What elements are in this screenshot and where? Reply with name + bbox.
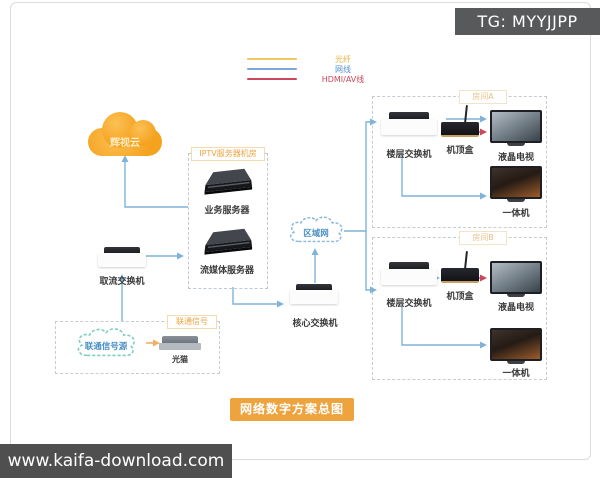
tv-stand xyxy=(507,294,525,297)
unicom-cloud: 联通信号源 xyxy=(64,325,148,363)
room-a-lcd-tv-label: 液晶电视 xyxy=(497,153,534,163)
tv-stand xyxy=(507,143,525,146)
unicom-tag: 联通信号 xyxy=(167,315,217,329)
modem-image xyxy=(159,336,201,350)
tv-screen xyxy=(490,166,542,199)
cloud-shape xyxy=(130,120,156,146)
stream-switch-image xyxy=(98,247,146,267)
room-a-lcd-tv-image xyxy=(490,110,542,146)
lan-cloud-label: 区域网 xyxy=(303,229,329,239)
room-a-tag: 房间A xyxy=(459,90,507,104)
media-cloud-label: 辉视云 xyxy=(110,138,140,149)
switch-top xyxy=(389,112,429,121)
room-b-lcd-tv-image xyxy=(490,261,542,297)
room-b-aio-label: 一体机 xyxy=(502,369,530,379)
room-a-aio-image xyxy=(490,166,542,202)
legend-label: 网线 xyxy=(335,64,351,74)
lan-cloud: 区域网 xyxy=(287,212,345,250)
legend-label: 光纤 xyxy=(335,54,351,64)
hdmi-line-swatch xyxy=(247,78,297,80)
media-server-image xyxy=(201,227,253,263)
tv-screen xyxy=(490,328,542,361)
room-b-aio-image xyxy=(490,328,542,364)
room-b-stb-image xyxy=(441,250,479,283)
tv-stand xyxy=(507,199,525,202)
switch-body xyxy=(381,119,437,135)
legend-label: HDMI/AV线 xyxy=(321,74,365,84)
fiber-line-swatch xyxy=(247,58,297,60)
diagram-title: 网络数字方案总图 xyxy=(230,398,354,421)
ethernet-line-swatch xyxy=(247,68,297,70)
business-server-image xyxy=(201,167,253,203)
legend-item-fiber: 光纤 xyxy=(247,54,373,64)
switch-top xyxy=(389,262,429,271)
modem-label: 光猫 xyxy=(172,355,188,364)
stream-switch-label: 取流交换机 xyxy=(99,277,145,287)
wire-iptv-to-cloud xyxy=(124,162,188,208)
wire-lan-to-room-b xyxy=(365,231,370,291)
modem-top xyxy=(162,336,198,343)
room-b-floor-switch-image xyxy=(381,262,437,285)
stb-body xyxy=(441,122,479,137)
wire-b-switch-to-aio xyxy=(401,307,480,346)
tv-screen xyxy=(490,110,542,143)
room-b-floor-switch-label: 楼层交换机 xyxy=(386,299,432,309)
room-a-floor-switch-image xyxy=(381,112,437,135)
switch-body xyxy=(290,290,338,304)
unicom-cloud-label: 联通信号源 xyxy=(84,342,128,352)
room-a-aio-label: 一体机 xyxy=(502,209,530,219)
legend: 光纤 网线 HDMI/AV线 xyxy=(247,54,373,84)
room-b-lcd-tv-label: 液晶电视 xyxy=(497,303,534,313)
core-switch-label: 核心交换机 xyxy=(292,319,338,329)
switch-body xyxy=(381,269,437,285)
stb-body xyxy=(441,268,479,283)
room-b-stb-label: 机顶盒 xyxy=(446,292,474,302)
business-server-label: 业务服务器 xyxy=(204,206,250,216)
media-server-label: 流媒体服务器 xyxy=(199,266,254,276)
room-a-stb-image xyxy=(441,104,479,137)
room-a-stb-label: 机顶盒 xyxy=(446,146,474,156)
wire-a-switch-to-aio xyxy=(401,157,480,197)
tg-badge: TG: MYYJJPP xyxy=(455,8,600,35)
legend-item-ethernet: 网线 xyxy=(247,64,373,74)
watermark-url: www.kaifa-download.com xyxy=(0,444,232,478)
room-b-tag: 房间B xyxy=(459,231,507,245)
media-cloud: 辉视云 xyxy=(88,112,162,156)
legend-item-hdmi: HDMI/AV线 xyxy=(247,74,373,84)
core-switch-image xyxy=(290,284,338,304)
switch-body xyxy=(98,253,146,267)
wire-iptv-to-core xyxy=(232,287,277,305)
iptv-room-tag: IPTV服务器机房 xyxy=(191,147,265,161)
tv-screen xyxy=(490,261,542,294)
tv-stand xyxy=(507,361,525,364)
unicom-box xyxy=(55,321,220,374)
room-a-floor-switch-label: 楼层交换机 xyxy=(386,150,432,160)
wire-lan-to-room-a xyxy=(344,121,370,232)
modem-base xyxy=(159,343,201,350)
switch-top xyxy=(104,247,140,255)
switch-top xyxy=(296,284,332,292)
